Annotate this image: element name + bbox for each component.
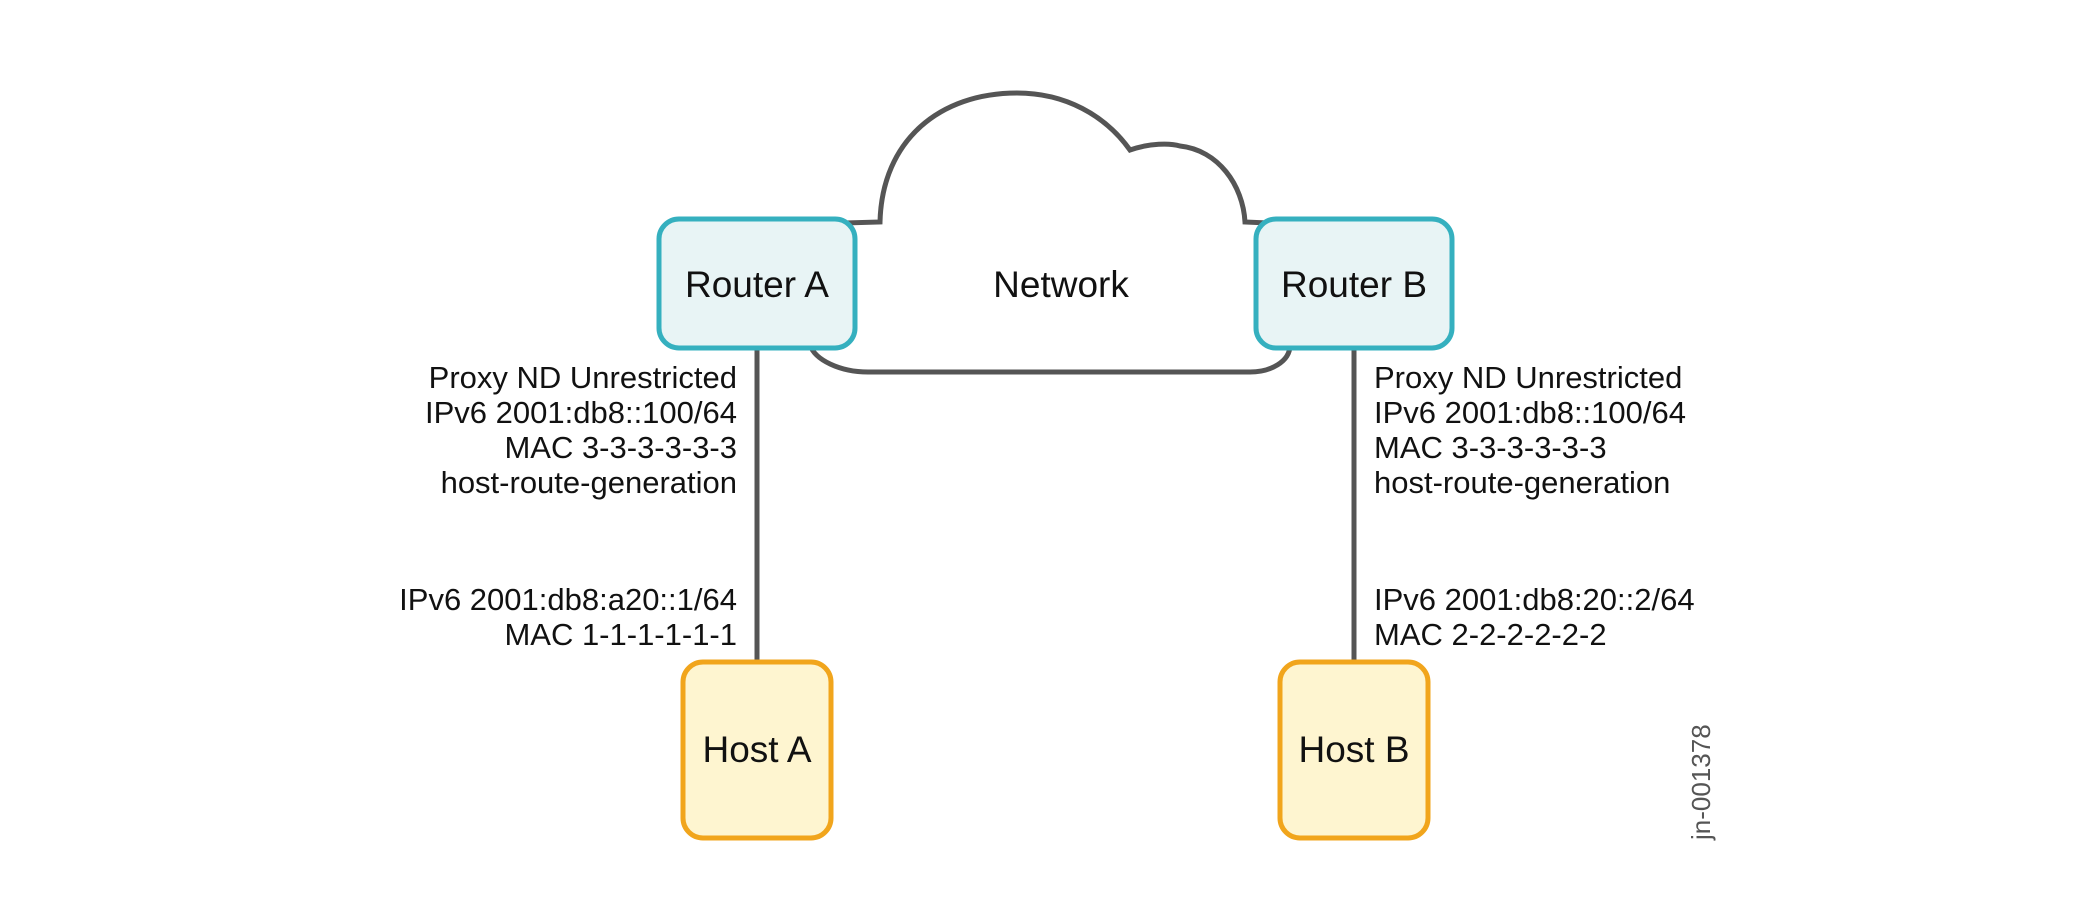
router-a-info-line: host-route-generation [441,465,737,500]
router-b-info-line: host-route-generation [1374,465,1670,500]
router-a-label: Router A [685,264,829,305]
router-a: Router A [656,216,858,351]
router-b-info-line: Proxy ND Unrestricted [1374,360,1682,395]
host-a-box [680,659,834,841]
router-a-info-line: MAC 3-3-3-3-3-3 [504,430,737,465]
network-label: Network [993,264,1129,305]
router-a-interface-info: Proxy ND Unrestricted IPv6 2001:db8::100… [425,360,737,500]
network-cloud: Network [807,90,1293,375]
figure-id: jn-001378 [1686,724,1716,841]
host-b-box [1277,659,1431,841]
router-a-box [656,216,858,351]
host-a-interface-info: IPv6 2001:db8:a20::1/64 MAC 1-1-1-1-1-1 [399,582,737,652]
host-a-label: Host A [703,729,812,770]
host-b: Host B [1277,659,1431,841]
router-a-info-line: IPv6 2001:db8::100/64 [425,395,737,430]
router-b-box [1253,216,1455,351]
host-b-label: Host B [1298,729,1409,770]
host-a: Host A [680,659,834,841]
router-b-interface-info: Proxy ND Unrestricted IPv6 2001:db8::100… [1374,360,1686,500]
router-a-info-line: Proxy ND Unrestricted [429,360,737,395]
router-b: Router B [1253,216,1455,351]
host-b-info-line: IPv6 2001:db8:20::2/64 [1374,582,1695,617]
host-a-info-line: MAC 1-1-1-1-1-1 [504,617,737,652]
host-a-info-line: IPv6 2001:db8:a20::1/64 [399,582,737,617]
host-b-info-line: MAC 2-2-2-2-2-2 [1374,617,1607,652]
cloud-shape [807,90,1293,375]
router-b-info-line: IPv6 2001:db8::100/64 [1374,395,1686,430]
router-b-label: Router B [1281,264,1427,305]
host-b-interface-info: IPv6 2001:db8:20::2/64 MAC 2-2-2-2-2-2 [1374,582,1695,652]
router-b-info-line: MAC 3-3-3-3-3-3 [1374,430,1607,465]
